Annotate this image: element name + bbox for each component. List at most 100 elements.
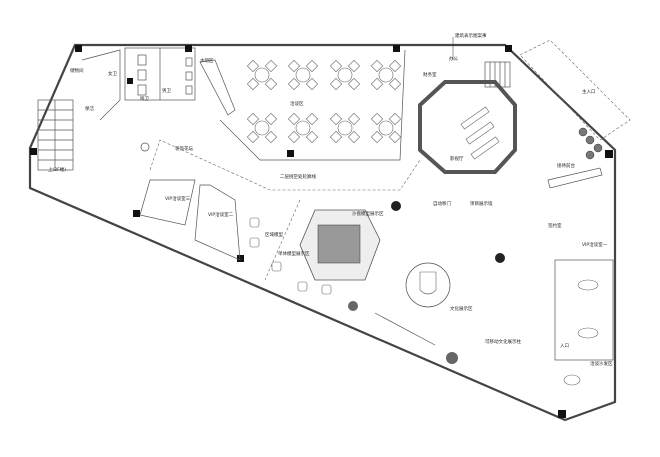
chair: [388, 130, 402, 144]
round-table: [295, 67, 311, 83]
chair: [329, 130, 343, 144]
chair: [264, 59, 278, 73]
label-entry-mark: 入口: [560, 343, 569, 349]
label-negotiation-area: 洽谈区: [290, 100, 304, 107]
chair: [347, 112, 361, 126]
label-model-area: 单体模型展示区: [278, 250, 310, 257]
chair: [246, 59, 260, 73]
round-table: [295, 120, 311, 136]
chair: [370, 130, 384, 144]
round-table: [337, 67, 353, 83]
chair: [329, 59, 343, 73]
chair: [305, 112, 319, 126]
chair: [370, 112, 384, 126]
table-set: [246, 112, 278, 144]
piano: [419, 271, 437, 295]
label-restroom-female: 女卫: [108, 70, 117, 77]
label-main-entrance: 主入口: [582, 88, 596, 95]
label-restroom-accessible: 残卫: [140, 95, 149, 102]
lounge-table: [577, 327, 599, 339]
chair: [370, 77, 384, 91]
label-mezzanine-outline: 二层挑空处轮廓线: [280, 173, 316, 180]
staircase-left: [37, 99, 74, 171]
negotiation-area-outline: [219, 49, 406, 161]
column: [505, 45, 512, 52]
round-table: [254, 120, 270, 136]
label-stairs-up: 上(2F楼): [48, 166, 66, 173]
round-table: [378, 120, 394, 136]
chair: [246, 77, 260, 91]
label-cleaning: 保洁: [85, 105, 94, 112]
video-room-wall: [418, 80, 517, 174]
lounge-table: [563, 374, 581, 386]
table-set: [370, 59, 402, 91]
water-bar-counter: [199, 59, 236, 116]
label-vip-room-1: VIP洽谈室一: [582, 241, 608, 248]
table-set: [287, 112, 319, 144]
chair: [264, 112, 278, 126]
column: [30, 148, 37, 155]
column: [393, 45, 400, 52]
piano-stage: [405, 262, 451, 308]
chair: [305, 77, 319, 91]
label-office: 财务室: [423, 71, 437, 78]
reception-desk: [547, 167, 603, 189]
chair: [388, 59, 402, 73]
label-water-bar: 水吧区: [200, 57, 214, 64]
column: [287, 150, 294, 157]
label-reception: 接待前台: [557, 162, 575, 169]
chair: [264, 130, 278, 144]
mezzanine-outline: [264, 199, 301, 281]
chair: [287, 77, 301, 91]
round-column: [391, 201, 401, 211]
stool: [297, 281, 308, 292]
chair: [329, 112, 343, 126]
label-storage: 储物间: [70, 67, 84, 74]
chair: [287, 59, 301, 73]
chair: [388, 112, 402, 126]
column: [185, 45, 192, 52]
chair: [347, 59, 361, 73]
round-table: [378, 67, 394, 83]
chair: [264, 77, 278, 91]
planters: [578, 127, 603, 160]
staircase-right: [484, 61, 511, 88]
label-sand-table: 沙盘模型展示区: [352, 210, 384, 217]
chair: [246, 130, 260, 144]
negotiation-tables: [246, 59, 402, 144]
chair: [370, 59, 384, 73]
chair: [329, 77, 343, 91]
chair: [246, 112, 260, 126]
stool: [271, 261, 282, 272]
label-auto-door: 自动移门: [433, 200, 451, 207]
stool: [249, 217, 260, 228]
round-column: [348, 301, 358, 311]
lounge-table: [577, 279, 599, 291]
label-area-model: 区域模型: [265, 231, 283, 238]
stool: [321, 284, 332, 295]
label-vip-room-2: VIP洽谈室二: [208, 211, 234, 218]
chair: [287, 112, 301, 126]
video-room-seats: [460, 106, 500, 160]
table-set: [246, 59, 278, 91]
label-lounge: 洽谈沙发区: [590, 360, 613, 367]
chair: [347, 130, 361, 144]
table-set: [329, 59, 361, 91]
chair: [305, 59, 319, 73]
decor-planter: [140, 142, 150, 152]
label-movable-column: 可移动文化展示柱: [485, 338, 521, 345]
label-decor: 装饰花坛: [175, 145, 193, 152]
vip-room-3: [139, 179, 196, 226]
column: [75, 45, 82, 52]
round-column: [446, 352, 458, 364]
label-culture-area: 文化展示区: [450, 305, 473, 312]
label-vip-room-3: VIP洽谈室三: [165, 195, 191, 202]
column: [605, 150, 613, 158]
display-partition: [374, 312, 436, 346]
mezzanine-outline: [149, 139, 421, 191]
table-set: [329, 112, 361, 144]
label-restroom-male: 男卫: [162, 88, 171, 94]
round-table: [254, 67, 270, 83]
round-table: [337, 120, 353, 136]
chair: [347, 77, 361, 91]
